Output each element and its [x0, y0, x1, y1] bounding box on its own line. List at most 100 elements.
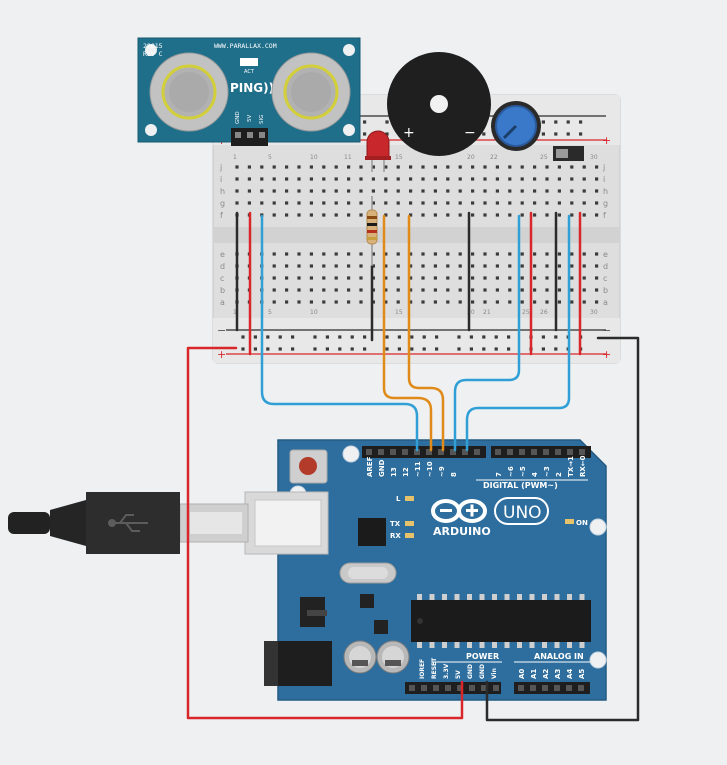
- breadboard-hole[interactable]: [557, 177, 561, 181]
- breadboard-hole[interactable]: [371, 165, 375, 169]
- breadboard-hole[interactable]: [483, 300, 487, 304]
- header-socket[interactable]: [579, 449, 585, 455]
- rail-hole[interactable]: [363, 347, 367, 351]
- breadboard-hole[interactable]: [297, 264, 301, 268]
- rail-hole[interactable]: [541, 132, 545, 136]
- breadboard-hole[interactable]: [421, 276, 425, 280]
- rail-hole[interactable]: [363, 132, 367, 136]
- rail-hole[interactable]: [507, 335, 511, 339]
- breadboard-hole[interactable]: [533, 177, 537, 181]
- breadboard-hole[interactable]: [520, 264, 524, 268]
- breadboard-hole[interactable]: [495, 288, 499, 292]
- breadboard-hole[interactable]: [409, 300, 413, 304]
- breadboard-hole[interactable]: [396, 201, 400, 205]
- rail-hole[interactable]: [435, 335, 439, 339]
- wire-blue-pin9[interactable]: [465, 214, 571, 452]
- rail-hole[interactable]: [338, 347, 342, 351]
- header-socket[interactable]: [481, 685, 487, 691]
- rail-hole[interactable]: [266, 335, 270, 339]
- breadboard-hole[interactable]: [371, 201, 375, 205]
- breadboard-hole[interactable]: [396, 177, 400, 181]
- breadboard-hole[interactable]: [421, 252, 425, 256]
- ping-ultrasonic-sensor[interactable]: 28015 REV C WWW.PARALLAX.COM ACT PING)))…: [137, 37, 361, 146]
- breadboard-hole[interactable]: [582, 177, 586, 181]
- rail-hole[interactable]: [566, 120, 570, 124]
- breadboard-hole[interactable]: [520, 201, 524, 205]
- breadboard-hole[interactable]: [533, 165, 537, 169]
- breadboard-hole[interactable]: [471, 264, 475, 268]
- header-socket[interactable]: [445, 685, 451, 691]
- breadboard-hole[interactable]: [297, 213, 301, 217]
- breadboard-hole[interactable]: [471, 201, 475, 205]
- breadboard-hole[interactable]: [247, 189, 251, 193]
- breadboard-hole[interactable]: [371, 300, 375, 304]
- breadboard-hole[interactable]: [495, 189, 499, 193]
- breadboard-hole[interactable]: [384, 201, 388, 205]
- breadboard-hole[interactable]: [334, 264, 338, 268]
- breadboard-hole[interactable]: [260, 177, 264, 181]
- wire-black-gnd[interactable]: [485, 336, 640, 722]
- header-socket[interactable]: [543, 449, 549, 455]
- breadboard-hole[interactable]: [508, 177, 512, 181]
- breadboard-hole[interactable]: [595, 213, 599, 217]
- breadboard-hole[interactable]: [533, 276, 537, 280]
- breadboard-hole[interactable]: [322, 189, 326, 193]
- breadboard-hole[interactable]: [545, 165, 549, 169]
- breadboard-hole[interactable]: [371, 177, 375, 181]
- breadboard-hole[interactable]: [359, 252, 363, 256]
- breadboard-hole[interactable]: [334, 252, 338, 256]
- breadboard-hole[interactable]: [545, 177, 549, 181]
- rail-hole[interactable]: [241, 347, 245, 351]
- rail-hole[interactable]: [266, 347, 270, 351]
- wires[interactable]: [186, 211, 640, 722]
- breadboard-hole[interactable]: [421, 177, 425, 181]
- breadboard-hole[interactable]: [285, 300, 289, 304]
- breadboard-hole[interactable]: [471, 276, 475, 280]
- breadboard-hole[interactable]: [347, 213, 351, 217]
- breadboard-hole[interactable]: [309, 201, 313, 205]
- breadboard-hole[interactable]: [446, 165, 450, 169]
- breadboard-hole[interactable]: [545, 276, 549, 280]
- reset-button[interactable]: [289, 449, 328, 484]
- breadboard-hole[interactable]: [347, 177, 351, 181]
- breadboard-hole[interactable]: [446, 177, 450, 181]
- breadboard-hole[interactable]: [421, 189, 425, 193]
- breadboard-hole[interactable]: [570, 300, 574, 304]
- breadboard-hole[interactable]: [495, 201, 499, 205]
- breadboard-hole[interactable]: [347, 165, 351, 169]
- header-socket[interactable]: [409, 685, 415, 691]
- breadboard-hole[interactable]: [309, 264, 313, 268]
- breadboard-hole[interactable]: [433, 264, 437, 268]
- rail-hole[interactable]: [566, 132, 570, 136]
- breadboard-hole[interactable]: [520, 252, 524, 256]
- breadboard-hole[interactable]: [409, 252, 413, 256]
- breadboard-hole[interactable]: [235, 165, 239, 169]
- wire-red-5v[interactable]: [186, 346, 464, 720]
- breadboard-hole[interactable]: [334, 300, 338, 304]
- rail-hole[interactable]: [350, 335, 354, 339]
- breadboard-hole[interactable]: [409, 276, 413, 280]
- breadboard-hole[interactable]: [371, 252, 375, 256]
- header-socket[interactable]: [555, 449, 561, 455]
- header-socket[interactable]: [462, 449, 468, 455]
- breadboard-hole[interactable]: [483, 189, 487, 193]
- header-socket[interactable]: [366, 449, 372, 455]
- breadboard-hole[interactable]: [557, 165, 561, 169]
- header-socket[interactable]: [414, 449, 420, 455]
- header-socket[interactable]: [507, 449, 513, 455]
- breadboard-hole[interactable]: [446, 201, 450, 205]
- breadboard-hole[interactable]: [235, 201, 239, 205]
- breadboard-hole[interactable]: [260, 189, 264, 193]
- breadboard-hole[interactable]: [446, 288, 450, 292]
- rail-hole[interactable]: [541, 347, 545, 351]
- breadboard-hole[interactable]: [371, 276, 375, 280]
- breadboard-hole[interactable]: [471, 288, 475, 292]
- breadboard-hole[interactable]: [458, 189, 462, 193]
- breadboard-hole[interactable]: [545, 213, 549, 217]
- breadboard-hole[interactable]: [545, 252, 549, 256]
- breadboard-hole[interactable]: [446, 213, 450, 217]
- rail-hole[interactable]: [469, 347, 473, 351]
- breadboard-hole[interactable]: [533, 189, 537, 193]
- breadboard-hole[interactable]: [421, 165, 425, 169]
